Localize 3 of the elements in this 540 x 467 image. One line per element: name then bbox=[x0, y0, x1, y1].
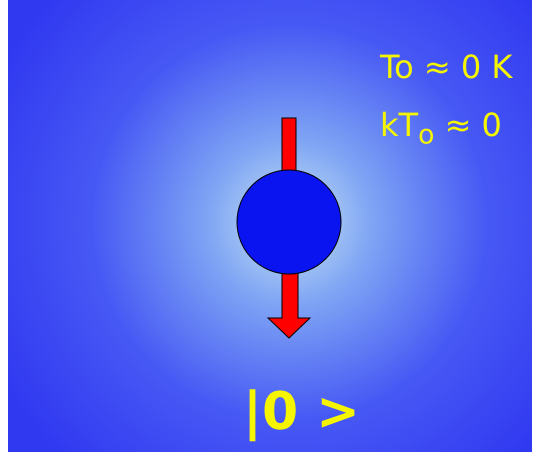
temperature-label: kT$_{o}$ ≈ 0 bbox=[380, 108, 502, 150]
temperature-label: To ≈ 0 K bbox=[380, 50, 512, 86]
state-label: |0 > bbox=[243, 384, 360, 442]
